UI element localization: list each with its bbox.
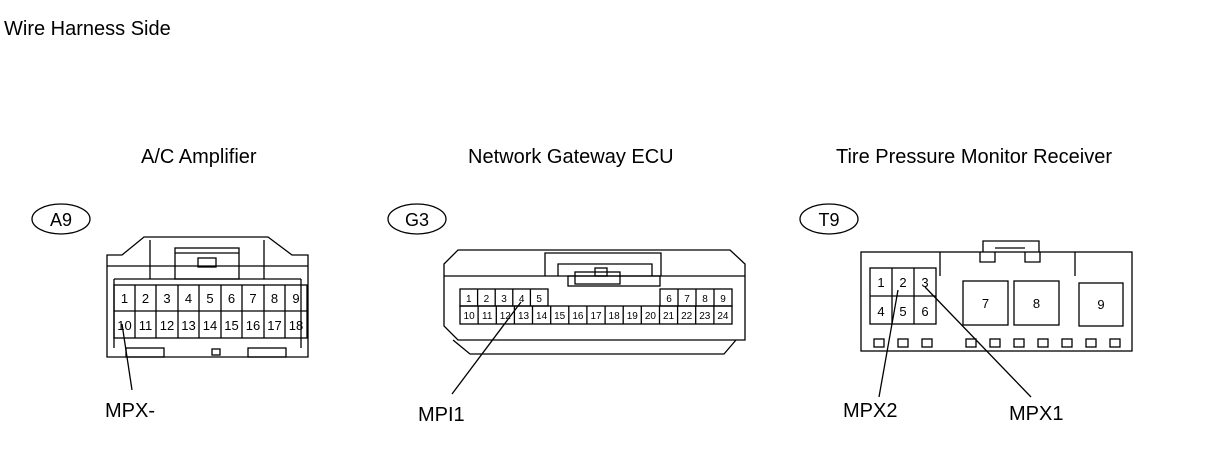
pin-number: 20 <box>645 311 657 322</box>
pin-number: 8 <box>271 291 278 306</box>
pin-number: 18 <box>609 311 621 322</box>
pin-number: 1 <box>877 275 884 290</box>
connector-lock <box>174 247 240 280</box>
pin-number: 24 <box>717 311 729 322</box>
connector-housing <box>860 251 1133 352</box>
pin-number: 15 <box>554 311 566 322</box>
pin-number: 9 <box>1097 297 1104 312</box>
leader-line-mpx2 <box>878 289 899 398</box>
connector-g3-code: G3 <box>405 210 429 230</box>
pin-number: 13 <box>181 318 195 333</box>
pin-number: 2 <box>899 275 906 290</box>
connector-code-badge <box>387 203 447 235</box>
connector-t9-title: Tire Pressure Monitor Receiver <box>836 146 1113 168</box>
pin-number: 17 <box>590 311 602 322</box>
pin-number: 12 <box>160 318 174 333</box>
connector-t9-code: T9 <box>818 210 839 230</box>
pin-number: 17 <box>267 318 281 333</box>
pin-number: 15 <box>224 318 238 333</box>
pin-number: 6 <box>666 294 672 305</box>
pin-number: 8 <box>1033 296 1040 311</box>
signal-mpx2-label: MPX2 <box>843 400 898 422</box>
pin-number: 2 <box>484 294 490 305</box>
leader-line-mpx1 <box>924 286 1032 398</box>
pin-cavity-7 <box>962 280 1009 326</box>
pin-number: 19 <box>627 311 639 322</box>
connector-lock <box>982 240 1040 252</box>
connector-g3-title: Network Gateway ECU <box>468 146 674 168</box>
pin-number: 4 <box>185 291 192 306</box>
pin-number: 11 <box>139 318 153 333</box>
pin-number: 14 <box>203 318 217 333</box>
connector-a9-title: A/C Amplifier <box>141 146 257 168</box>
pin-number: 7 <box>249 291 256 306</box>
signal-mpi1-label: MPI1 <box>418 404 465 426</box>
connector-a9-code: A9 <box>50 210 72 230</box>
signal-mpx-minus-label: MPX- <box>105 400 155 422</box>
connector-lock <box>544 252 662 276</box>
pin-number: 7 <box>684 294 690 305</box>
connector-a9 <box>31 203 309 391</box>
connector-g3 <box>387 203 746 395</box>
pin-number: 2 <box>142 291 149 306</box>
pin-number: 21 <box>663 311 675 322</box>
leader-line <box>451 301 522 395</box>
pin-number: 22 <box>681 311 693 322</box>
pin-number: 13 <box>518 311 530 322</box>
pin-number: 6 <box>921 304 928 319</box>
connector-t9 <box>799 203 1133 398</box>
pin-number: 7 <box>982 296 989 311</box>
connector-housing <box>106 236 309 358</box>
pin-number: 3 <box>163 291 170 306</box>
pin-number: 10 <box>117 318 131 333</box>
pin-number: 16 <box>572 311 584 322</box>
connector-code-badge <box>799 203 859 235</box>
pin-number: 9 <box>292 291 299 306</box>
page-title: Wire Harness Side <box>4 18 171 40</box>
pin-number: 6 <box>228 291 235 306</box>
pin-number: 5 <box>536 294 542 305</box>
connector-code-badge <box>31 203 91 235</box>
pin-number: 3 <box>501 294 507 305</box>
pin-number: 5 <box>206 291 213 306</box>
pin-number: 11 <box>482 311 493 322</box>
pin-number: 5 <box>899 304 906 319</box>
pin-number: 14 <box>536 311 548 322</box>
pin-number: 23 <box>699 311 711 322</box>
pin-number: 8 <box>702 294 708 305</box>
signal-mpx1-label: MPX1 <box>1009 403 1064 425</box>
pin-number: 1 <box>121 291 128 306</box>
pin-number: 16 <box>246 318 260 333</box>
pin-number: 10 <box>464 311 476 322</box>
pin-number: 4 <box>877 304 884 319</box>
leader-line <box>121 323 133 391</box>
pin-cavity-8 <box>1013 280 1060 326</box>
pin-cavity-9 <box>1078 282 1124 327</box>
pin-grid-bottom <box>459 305 733 325</box>
pin-number: 18 <box>289 318 303 333</box>
pin-number: 12 <box>500 311 512 322</box>
pin-number: 1 <box>466 294 472 305</box>
connector-housing <box>443 249 746 341</box>
pin-number: 4 <box>519 294 525 305</box>
pin-number: 3 <box>921 275 928 290</box>
pin-number: 9 <box>720 294 726 305</box>
